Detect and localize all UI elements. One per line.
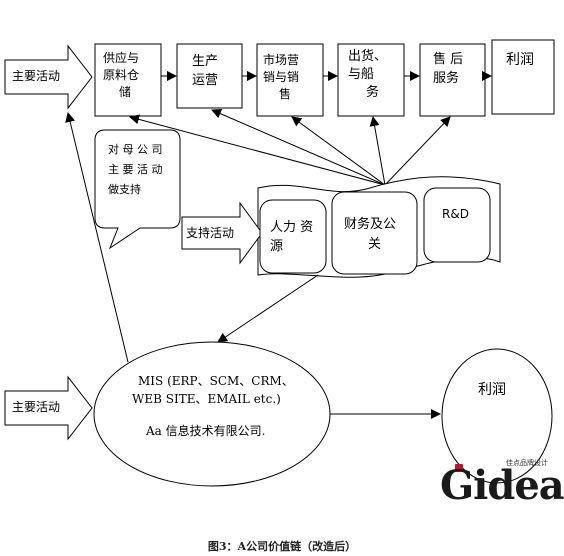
chain-box-supply-line-1: 供应与 bbox=[103, 51, 140, 65]
support-activity-label: 支持活动 bbox=[186, 226, 235, 240]
support-box-finance bbox=[331, 191, 418, 275]
callout-line-2: 主 要 活 动 bbox=[108, 163, 163, 176]
support-box-hr bbox=[259, 199, 327, 274]
support-arrow-shipping bbox=[369, 116, 386, 186]
mis-line-2: WEB SITE、EMAIL etc.) bbox=[132, 392, 281, 406]
support-arrow-after-sales bbox=[384, 116, 451, 186]
chain-box-shipping bbox=[337, 43, 405, 117]
callout-line-3: 做支持 bbox=[108, 183, 141, 196]
support-arrow-marketing bbox=[291, 116, 386, 186]
chain-box-marketing-line-3: 售 bbox=[279, 87, 292, 101]
mis-line-3 bbox=[132, 408, 322, 422]
primary-activity-arrow-bottom bbox=[4, 375, 93, 441]
support-box-rd-line-1: R&D bbox=[442, 207, 469, 221]
support-box-rd bbox=[423, 187, 491, 263]
figure-caption: 图3：A公司价值链（改造后） bbox=[207, 540, 357, 553]
chain-box-shipping-line-1: 出货、 bbox=[348, 49, 388, 64]
mis-text: MIS (ERP、SCM、CRM、 WEB SITE、EMAIL etc.) A… bbox=[132, 372, 322, 440]
support-arrow-production bbox=[211, 108, 386, 186]
support-box-hr-line-2: 源 bbox=[270, 239, 284, 254]
chain-box-supply bbox=[94, 43, 162, 117]
chain-box-supply-line-3: 储 bbox=[119, 85, 132, 99]
chain-box-production-line-2: 运营 bbox=[192, 73, 219, 88]
chain-box-after-sales-text: 售 后 服务 bbox=[433, 50, 485, 88]
chain-box-after-sales-line-2: 服务 bbox=[433, 71, 460, 86]
callout-line-1: 对 母 公 司 bbox=[108, 143, 163, 156]
arrow-support-to-mis bbox=[217, 274, 319, 343]
support-box-hr-line-1: 人力 资 bbox=[270, 220, 314, 235]
chain-box-marketing-line-1: 市场营 bbox=[263, 53, 300, 67]
chain-box-marketing-text: 市场营 销与销 售 bbox=[263, 52, 321, 103]
chain-box-production bbox=[176, 43, 243, 109]
profit-ellipse bbox=[441, 348, 553, 484]
logo-wordmark: Gidea bbox=[440, 462, 564, 509]
logo-tagline: 佳点品牌设计 bbox=[506, 459, 548, 467]
support-callout bbox=[94, 129, 181, 250]
chain-box-shipping-text: 出货、 与船 务 bbox=[348, 48, 404, 102]
support-activity-arrow bbox=[181, 201, 263, 265]
chain-box-production-text: 生产 运营 bbox=[192, 52, 242, 90]
support-box-finance-line-2: 关 bbox=[368, 237, 382, 252]
mis-line-4: Aa 信息技术有限公司. bbox=[146, 424, 266, 438]
profit-circle-label: 利润 bbox=[478, 382, 506, 398]
support-box-finance-text: 财务及公 关 bbox=[344, 215, 416, 255]
mis-line-1: MIS (ERP、SCM、CRM、 bbox=[138, 374, 294, 388]
gidea-logo: 佳点品牌设计 Gidea bbox=[440, 458, 564, 509]
chain-box-profit-text: 利润 bbox=[506, 52, 552, 69]
arrow-mis-to-primary bbox=[65, 112, 129, 363]
chain-box-after-sales bbox=[419, 43, 486, 117]
chain-box-shipping-line-3: 务 bbox=[366, 85, 380, 100]
support-box-rd-text: R&D bbox=[442, 206, 488, 223]
chain-box-profit-line-1: 利润 bbox=[506, 52, 534, 68]
chain-box-profit bbox=[491, 39, 555, 115]
callout-text: 对 母 公 司 主 要 活 动 做支持 bbox=[108, 140, 178, 200]
primary-activity-label-bottom: 主要活动 bbox=[12, 400, 61, 414]
support-box-hr-text: 人力 资 源 bbox=[270, 218, 326, 256]
primary-activity-arrow-top bbox=[4, 44, 93, 110]
logo-accent-mark bbox=[455, 464, 463, 472]
chain-box-production-line-1: 生产 bbox=[192, 54, 219, 69]
chain-box-shipping-line-2: 与船 bbox=[348, 67, 375, 82]
chain-box-supply-line-2: 原料仓 bbox=[103, 68, 140, 82]
support-arrow-supply bbox=[129, 114, 386, 186]
chain-box-supply-text: 供应与 原料仓 储 bbox=[103, 50, 159, 101]
chain-box-marketing-line-2: 销与销 bbox=[263, 70, 300, 84]
chain-box-marketing bbox=[256, 43, 324, 117]
chain-box-after-sales-line-1: 售 后 bbox=[433, 52, 464, 67]
support-box-finance-line-1: 财务及公 bbox=[344, 217, 397, 232]
primary-activity-label-top: 主要活动 bbox=[12, 69, 61, 83]
